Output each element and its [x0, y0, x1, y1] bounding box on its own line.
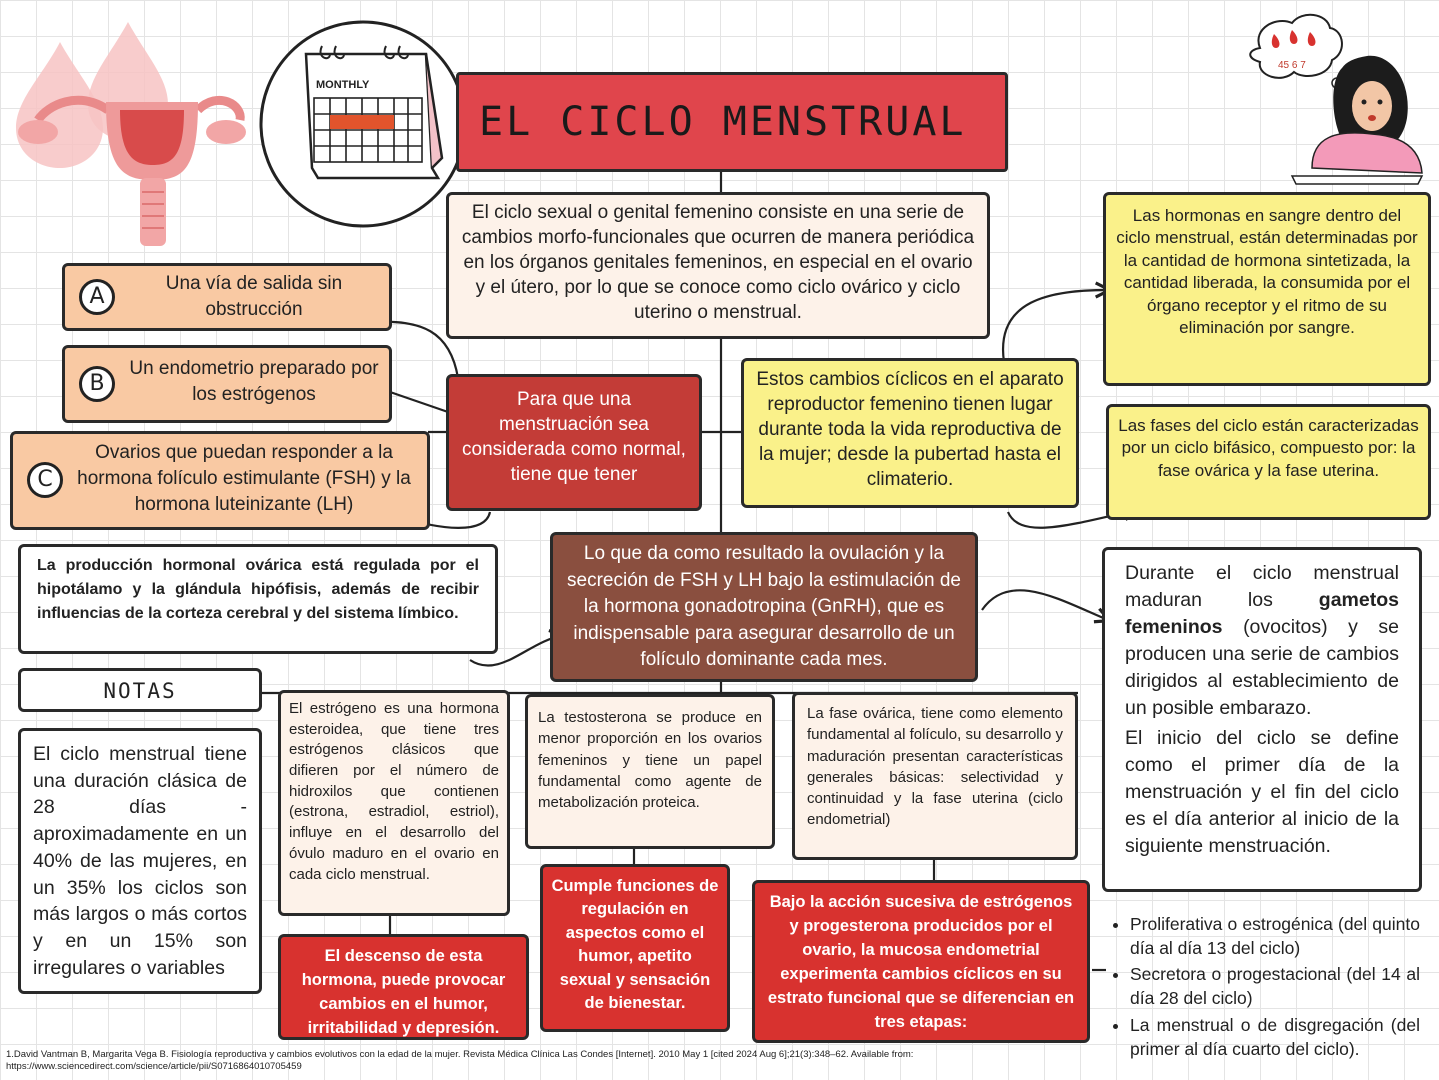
- thought-digits: 45 6 7: [1278, 60, 1306, 71]
- gametes-box: Durante el ciclo menstrual maduran los g…: [1102, 547, 1422, 892]
- gametes-bold: gametos femeninos: [1125, 589, 1399, 639]
- thinking-woman-illustration: 45 6 7: [1249, 13, 1424, 185]
- gametes-text-1: Durante el ciclo menstrual maduran los: [1125, 562, 1399, 612]
- definition-text: El ciclo sexual o genital femenino consi…: [461, 202, 975, 324]
- page-title: EL CICLO MENSTRUAL: [456, 72, 1008, 172]
- testosterone-effect-text: Cumple funciones de regulación en aspect…: [551, 877, 719, 1013]
- gametes-text-2: (ovocitos) y se producen una serie de ca…: [1125, 616, 1399, 720]
- requirement-a-box: A Una vía de salida sin obstrucción: [62, 263, 392, 331]
- ovarian-phase-text: La fase ovárica, tiene como elemento fun…: [807, 705, 1063, 829]
- letter-a-badge: A: [79, 279, 115, 315]
- letter-b-badge: B: [79, 366, 115, 402]
- uterus-illustration: [16, 22, 246, 246]
- cyclic-changes-text: Estos cambios cíclicos en el aparato rep…: [756, 369, 1064, 491]
- estrogen-effect-box: El descenso de esta hormona, puede provo…: [278, 934, 529, 1040]
- phases-biphasic-box: Las fases del ciclo están caracterizadas…: [1106, 404, 1431, 520]
- ovarian-effect-text: Bajo la acción sucesiva de estrógenos y …: [767, 893, 1075, 1031]
- notes-text: El ciclo menstrual tiene una duración cl…: [33, 743, 247, 979]
- cyclic-changes-box: Estos cambios cíclicos en el aparato rep…: [741, 358, 1079, 508]
- notes-heading: NOTAS: [103, 679, 177, 703]
- requirement-b-box: B Un endometrio preparado por los estróg…: [62, 345, 392, 423]
- letter-c-badge: C: [27, 462, 63, 498]
- testosterone-text: La testosterona se produce en menor prop…: [538, 709, 762, 812]
- title-text: EL CICLO MENSTRUAL: [479, 98, 967, 145]
- arrow-to-gametes: [981, 589, 1108, 620]
- stages-list: Proliferativa o estrogénica (del quinto …: [1108, 912, 1420, 1063]
- stage-item-1: Proliferativa o estrogénica (del quinto …: [1130, 912, 1420, 960]
- thought-bubble-icon: [1249, 13, 1343, 79]
- regulation-text: La producción hormonal ovárica está regu…: [37, 557, 479, 622]
- calendar-illustration: MONTHLY: [259, 20, 467, 228]
- stage-item-2: Secretora o progestacional (del 14 al dí…: [1130, 962, 1420, 1010]
- ovarian-phase-box: La fase ovárica, tiene como elemento fun…: [792, 692, 1078, 860]
- ovulation-box: Lo que da como resultado la ovulación y …: [550, 532, 978, 682]
- definition-box: El ciclo sexual o genital femenino consi…: [446, 192, 990, 339]
- testosterone-box: La testosterona se produce en menor prop…: [525, 694, 775, 849]
- regulation-box: La producción hormonal ovárica está regu…: [18, 544, 498, 654]
- stage-item-3: La menstrual o de disgregación (del prim…: [1130, 1013, 1420, 1061]
- reference-footnote: 1.David Vantman B, Margarita Vega B. Fis…: [6, 1049, 914, 1073]
- testosterone-effect-box: Cumple funciones de regulación en aspect…: [540, 864, 730, 1032]
- estrogen-box: El estrógeno es una hormona esteroidea, …: [278, 690, 510, 916]
- requirement-b-text: Un endometrio preparado por los estrógen…: [129, 358, 379, 406]
- notes-heading-box: NOTAS: [18, 668, 262, 712]
- gametes-text-3: El inicio del ciclo se define como el pr…: [1125, 726, 1399, 857]
- phases-biphasic-text: Las fases del ciclo están caracterizadas…: [1118, 416, 1419, 480]
- requirements-intro-box: Para que una menstruación sea considerad…: [446, 374, 702, 511]
- estrogen-effect-text: El descenso de esta hormona, puede provo…: [301, 947, 506, 1037]
- requirement-a-text: Una vía de salida sin obstrucción: [165, 273, 343, 321]
- arrow-to-hormones: [1001, 290, 1108, 363]
- ovarian-effect-box: Bajo la acción sucesiva de estrógenos y …: [752, 880, 1090, 1043]
- notes-box: El ciclo menstrual tiene una duración cl…: [18, 728, 262, 994]
- hormones-blood-text: Las hormonas en sangre dentro del ciclo …: [1116, 206, 1418, 338]
- calendar-icon: MONTHLY: [304, 45, 444, 180]
- calendar-label: MONTHLY: [316, 79, 370, 91]
- requirements-intro-text: Para que una menstruación sea considerad…: [462, 389, 686, 486]
- requirement-c-text: Ovarios que puedan responder a la hormon…: [77, 442, 411, 516]
- estrogen-text: El estrógeno es una hormona esteroidea, …: [289, 700, 499, 883]
- requirement-c-box: C Ovarios que puedan responder a la horm…: [10, 431, 430, 530]
- ovulation-text: Lo que da como resultado la ovulación y …: [567, 543, 961, 671]
- hormones-blood-box: Las hormonas en sangre dentro del ciclo …: [1103, 192, 1431, 386]
